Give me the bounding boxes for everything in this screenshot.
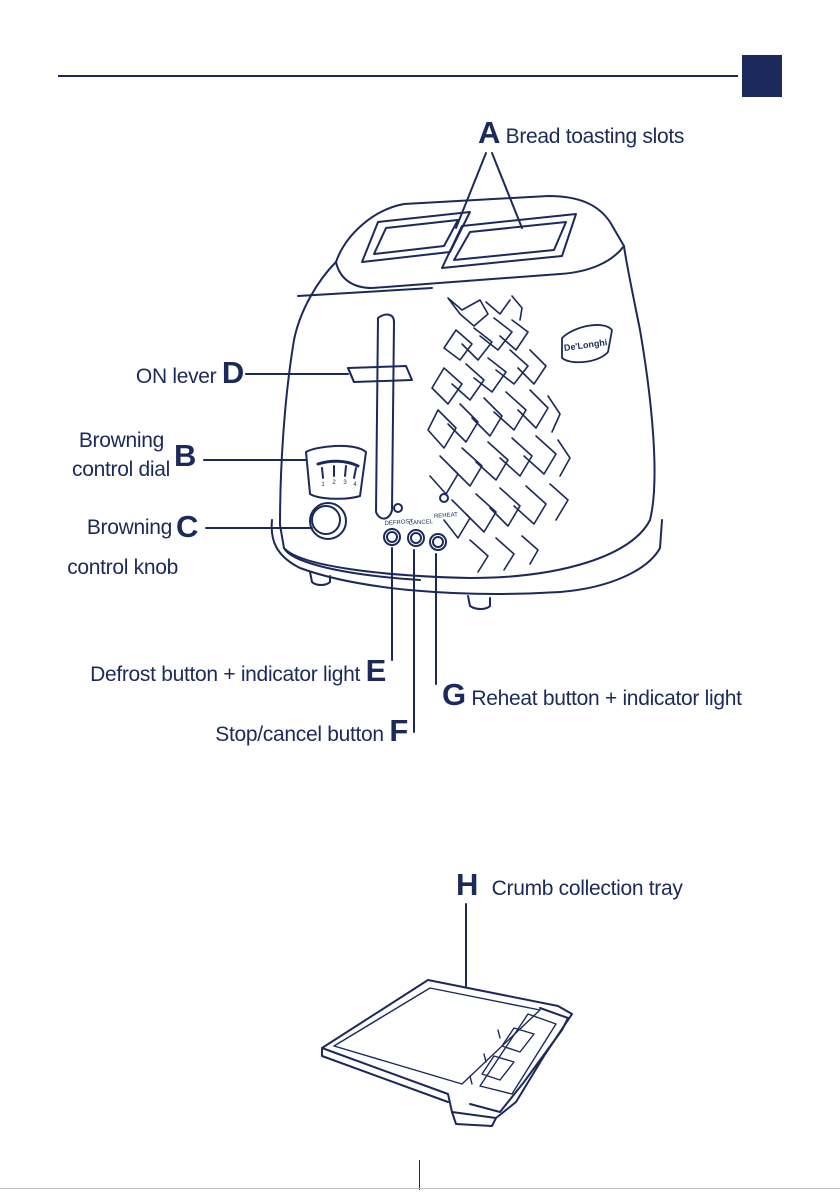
crumb-tray (322, 980, 572, 1126)
dial-mark-2: 2 (332, 480, 336, 486)
label-A-text: Bread toasting slots (506, 125, 684, 148)
label-G-text: Reheat button + indicator light (471, 687, 741, 710)
toaster-foot-right (468, 596, 490, 609)
on-lever (348, 366, 412, 382)
label-C-line1: Browning (40, 515, 172, 541)
leader-lines (204, 153, 522, 986)
label-E-text: Defrost button + indicator light (90, 663, 360, 686)
footer-page-divider (419, 1160, 420, 1190)
brand-logo-text: De'Longhi (563, 337, 608, 353)
label-A: A Bread toasting slots (478, 118, 684, 150)
label-G-letter: G (442, 680, 466, 710)
label-F-text: Stop/cancel button (215, 723, 384, 746)
reheat-indicator-light (440, 494, 448, 502)
crumb-tray-outline (322, 980, 572, 1118)
reheat-button-label: REHEAT (434, 512, 459, 520)
dial-mark-3: 3 (343, 480, 347, 486)
defrost-indicator-light (394, 504, 402, 512)
label-B-line1: Browning (40, 428, 164, 454)
label-B-line2: control dial (40, 457, 170, 483)
dial-mark-4: 4 (353, 482, 357, 488)
dial-mark-1: 1 (321, 482, 325, 488)
label-C-letter: C (176, 512, 198, 544)
cancel-button-label: CANCEL (409, 519, 434, 527)
label-E: Defrost button + indicator light E (40, 656, 386, 688)
toaster-slot-left-inner (374, 220, 458, 254)
toaster-slot-right-inner (454, 222, 566, 260)
label-C-line2: control knob (20, 555, 178, 581)
footer-rule (0, 1188, 840, 1189)
toaster-side-panel (298, 288, 432, 296)
label-D: ON lever D (110, 358, 244, 390)
label-D-text: ON lever (136, 365, 216, 388)
label-H-letter: H (456, 870, 478, 900)
browning-dial-window (306, 446, 366, 499)
label-H-text: Crumb collection tray (492, 877, 683, 900)
label-E-letter: E (366, 656, 386, 686)
label-G: G Reheat button + indicator light (442, 680, 742, 712)
diamond-pattern (428, 296, 570, 572)
label-B-letter: B (174, 441, 196, 473)
label-A-letter: A (478, 118, 500, 148)
label-F: Stop/cancel button F (160, 716, 408, 748)
label-H: H Crumb collection tray (456, 870, 683, 902)
label-D-letter: D (222, 358, 244, 388)
label-F-letter: F (389, 716, 408, 746)
lever-slot (376, 315, 394, 519)
